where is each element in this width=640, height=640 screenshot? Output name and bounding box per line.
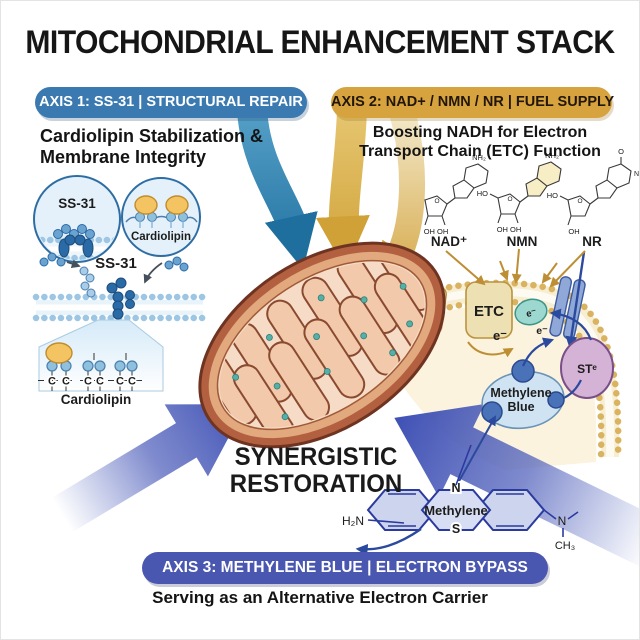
methylene-blue-structure: N Methylene S H₂N N CH₃ bbox=[342, 479, 579, 552]
structure-amine: H₂N bbox=[342, 514, 364, 528]
etc-label: ETC bbox=[474, 303, 504, 320]
cardiolipin-circle-label: Cardiolipin bbox=[131, 231, 191, 243]
axis2-banner: AXIS 2: NAD+ / NMN / NR | FUEL SUPPLY bbox=[331, 87, 614, 118]
synergy-label: SYNERGISTIC RESTORATION bbox=[210, 444, 421, 498]
ss31-circle-label: SS-31 bbox=[58, 196, 96, 211]
nr-ring-o-label: O bbox=[577, 198, 582, 205]
channel-electron-arrow bbox=[565, 251, 586, 349]
st-to-channel-arrow bbox=[549, 308, 593, 341]
nr-nh-label: NH bbox=[634, 171, 640, 178]
nr-o-label: O bbox=[618, 147, 624, 156]
mb-blob-label-1: Methylene bbox=[490, 386, 551, 400]
st-protein-blob: STᵉ bbox=[560, 337, 614, 399]
membrane-ss31-label: SS-31 bbox=[95, 255, 137, 272]
axis2-heading-line1: Boosting NADH for Electron bbox=[372, 124, 588, 141]
mb-to-channel-arrow bbox=[521, 337, 555, 367]
page-title: MITOCHONDRIAL ENHANCEMENT STACK bbox=[25, 24, 615, 60]
axis1-heading: Cardiolipin Stabilization & Membrane Int… bbox=[40, 126, 263, 168]
structure-n-top: N bbox=[451, 481, 460, 495]
mitochondria-illustration bbox=[195, 231, 446, 449]
cardiolipin-circle: Cardiolipin bbox=[121, 177, 201, 257]
electron-gold-label: e⁻ bbox=[493, 328, 507, 343]
axis1-flow-arrow bbox=[237, 108, 318, 270]
axis1-banner: AXIS 1: SS-31 | STRUCTURAL REPAIR bbox=[35, 87, 307, 118]
electron-carrier-label: e⁻ bbox=[525, 307, 538, 320]
axis3-caption: Serving as an Alternative Electron Carri… bbox=[152, 588, 488, 607]
methylene-blue-blob: Methylene Blue bbox=[481, 359, 582, 430]
axis1-heading-line1: Cardiolipin Stabilization & bbox=[40, 126, 264, 146]
electron-carrier-blob: e⁻ bbox=[514, 298, 548, 326]
carbon-3: C bbox=[84, 376, 92, 388]
electron-dark-label: e⁻ bbox=[536, 325, 548, 337]
nr-fan-arrow bbox=[549, 250, 586, 288]
mb-blob-label-2: Blue bbox=[507, 400, 534, 414]
nr-oh-label: OH bbox=[568, 227, 579, 236]
fuel-arrow-small-2 bbox=[541, 262, 558, 284]
structure-to-blob-arrow bbox=[457, 415, 496, 484]
axis2-heading: Boosting NADH for Electron Transport Cha… bbox=[337, 123, 623, 161]
nad-name: NAD⁺ bbox=[431, 234, 467, 249]
nad-nh2-label: NH₂ bbox=[472, 153, 486, 162]
nmn-nh2-label: NH₂ bbox=[545, 151, 559, 160]
matrix-granules bbox=[232, 282, 414, 421]
structure-ring-label: Methylene bbox=[424, 503, 488, 518]
carbon-6: C bbox=[128, 376, 136, 388]
carbon-2: C bbox=[62, 376, 70, 388]
structure-n-right: N bbox=[558, 514, 567, 528]
synergy-line2: RESTORATION bbox=[229, 470, 403, 498]
nr-name: NR bbox=[582, 234, 602, 249]
nmn-oh-label: OH OH bbox=[497, 225, 522, 234]
cardiolipin-detail-label: Cardiolipin bbox=[61, 392, 132, 407]
axis2-heading-line2: Transport Chain (ETC) Function bbox=[359, 143, 601, 160]
molecule-nr: HO O OH O NH NR bbox=[547, 147, 640, 249]
st-label: STᵉ bbox=[577, 362, 597, 376]
fuel-arrow-small-1 bbox=[499, 260, 509, 281]
axis2-flow-arrow bbox=[315, 109, 370, 271]
ss31-mechanism-circle: SS-31 bbox=[33, 175, 121, 263]
axis3-banner: AXIS 3: METHYLENE BLUE | ELECTRON BYPASS bbox=[142, 552, 548, 584]
structure-pointer-line bbox=[455, 444, 472, 486]
molecule-nmn: HO O OH OH NH₂ NMN bbox=[477, 151, 562, 249]
etc-complex: ETC bbox=[465, 281, 513, 339]
molecule-nad: HO O OH OH NH₂ NAD⁺ bbox=[404, 153, 489, 249]
nmn-ring-o-label: O bbox=[507, 196, 512, 203]
nmn-name: NMN bbox=[507, 234, 538, 249]
nr-ho-label: HO bbox=[547, 191, 558, 200]
nmn-fan-arrow bbox=[511, 248, 522, 284]
structure-methyl: CH₃ bbox=[555, 540, 575, 552]
axis1-heading-line2: Membrane Integrity bbox=[40, 147, 207, 167]
carbon-4: C bbox=[96, 376, 104, 388]
synergy-arrow-left bbox=[51, 404, 247, 533]
etc-electron-sweep-arrow bbox=[467, 341, 514, 358]
synergy-arrow-right bbox=[394, 404, 640, 569]
carbon-5: C bbox=[116, 376, 124, 388]
synergy-line1: SYNERGISTIC bbox=[234, 443, 398, 471]
cardiolipin-detail-panel: C C C C C C Cardiolipin bbox=[38, 319, 164, 407]
ss31-peptide-chains: SS-31 bbox=[39, 252, 189, 320]
nmn-ho-label: HO bbox=[477, 189, 488, 198]
structure-to-axis3-arrow bbox=[355, 528, 422, 556]
nad-ring-o-label: O bbox=[434, 198, 439, 205]
nad-oh-label: OH OH bbox=[424, 227, 449, 236]
structure-s-bottom: S bbox=[452, 522, 460, 536]
carbon-1: C bbox=[48, 376, 56, 388]
nad-fan-arrow bbox=[445, 250, 486, 286]
